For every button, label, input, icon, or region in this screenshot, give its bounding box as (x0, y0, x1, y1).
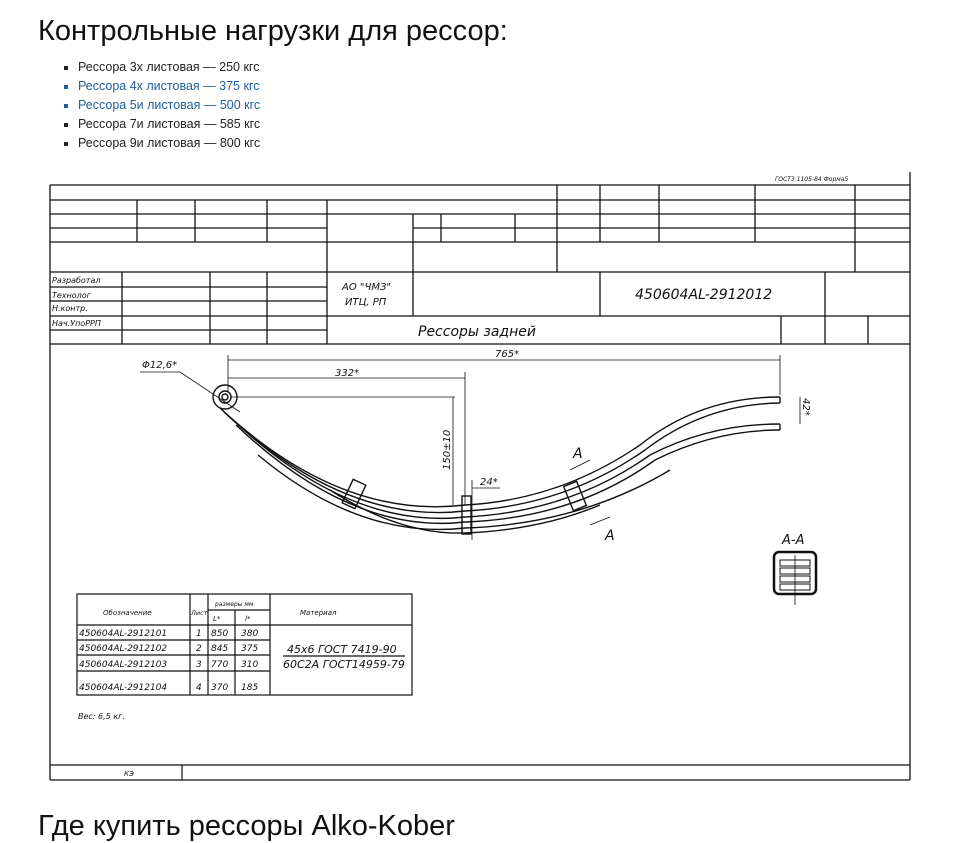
svg-text:850: 850 (211, 629, 228, 639)
svg-text:1: 1 (196, 629, 202, 639)
svg-text:450604AL-2912104: 450604AL-2912104 (79, 683, 167, 693)
col-header: l* (245, 615, 251, 623)
section-title: А-А (781, 533, 804, 548)
leaf-spring (212, 384, 781, 535)
svg-text:3: 3 (196, 660, 202, 670)
width-dim: 24* (480, 477, 498, 488)
svg-text:450604AL-2912103: 450604AL-2912103 (79, 660, 167, 670)
list-item-link[interactable]: Рессора 5и листовая — 500 кгс (78, 96, 260, 115)
svg-text:310: 310 (241, 660, 258, 670)
section-mark: A (604, 528, 615, 544)
role-label: Разработал (52, 276, 100, 285)
height-dim: 150±10 (442, 430, 453, 470)
material-line: 60С2А ГОСТ14959-79 (283, 658, 405, 671)
dimension-lines (140, 355, 801, 605)
weight-label: Вес: 6,5 кг. (78, 712, 125, 721)
form-label: ГОСТ3.1105-84 Форма5 (775, 176, 848, 183)
footer-code: КЭ (124, 770, 134, 778)
org-name: АО "ЧМЗ" (341, 282, 391, 293)
table-row: 450604AL-2912102 2 845 375 (79, 644, 258, 654)
list-item: Рессора 7и листовая — 585 кгс (78, 115, 260, 134)
table-row: 450604AL-2912103 3 770 310 (79, 660, 258, 670)
load-list: Рессора 3х листовая — 250 кгс Рессора 4х… (60, 58, 260, 153)
svg-text:450604AL-2912101: 450604AL-2912101 (79, 629, 167, 639)
section-view (772, 550, 818, 596)
parts-table (76, 593, 413, 696)
eye-diameter-dim: Φ12,6* (142, 360, 177, 371)
col-header: Лист (190, 609, 208, 617)
section-heading: Контрольные нагрузки для рессор: (38, 15, 508, 47)
gap-dim: 42* (800, 398, 811, 416)
col-header: Материал (300, 609, 337, 617)
col-header: размеры мм (214, 601, 254, 608)
col-header: L* (213, 615, 221, 623)
material-line: 45х6 ГОСТ 7419-90 (287, 643, 397, 656)
section-mark: A (572, 446, 583, 462)
center-dim: 332* (335, 368, 359, 379)
col-header: Обозначение (103, 609, 152, 617)
svg-text:845: 845 (211, 644, 228, 654)
svg-text:375: 375 (241, 644, 258, 654)
drawing-title: Рессоры задней (418, 324, 536, 340)
role-label: Нач.УпоРРП (52, 319, 101, 328)
footer-strip (50, 764, 910, 780)
title-block (49, 172, 911, 781)
svg-text:770: 770 (211, 660, 228, 670)
drawing-code: 450604AL-2912012 (635, 287, 772, 303)
svg-text:450604AL-2912102: 450604AL-2912102 (79, 644, 167, 654)
svg-text:185: 185 (241, 683, 258, 693)
overall-length-dim: 765* (495, 349, 519, 360)
table-row: 450604AL-2912101 1 850 380 (79, 629, 258, 639)
next-section-heading: Где купить рессоры Alko-Kober (38, 810, 455, 842)
svg-text:380: 380 (241, 629, 258, 639)
svg-text:370: 370 (211, 683, 228, 693)
role-label: Технолог (52, 291, 92, 300)
org-dept: ИТЦ, РП (345, 297, 387, 308)
role-label: Н.контр. (52, 304, 88, 313)
list-item: Рессора 9и листовая — 800 кгс (78, 134, 260, 153)
list-item-link[interactable]: Рессора 4х листовая — 375 кгс (78, 77, 260, 96)
table-row: 450604AL-2912104 4 370 185 (79, 683, 258, 693)
svg-text:2: 2 (196, 644, 202, 654)
svg-text:4: 4 (196, 683, 202, 693)
list-item: Рессора 3х листовая — 250 кгс (78, 58, 260, 77)
